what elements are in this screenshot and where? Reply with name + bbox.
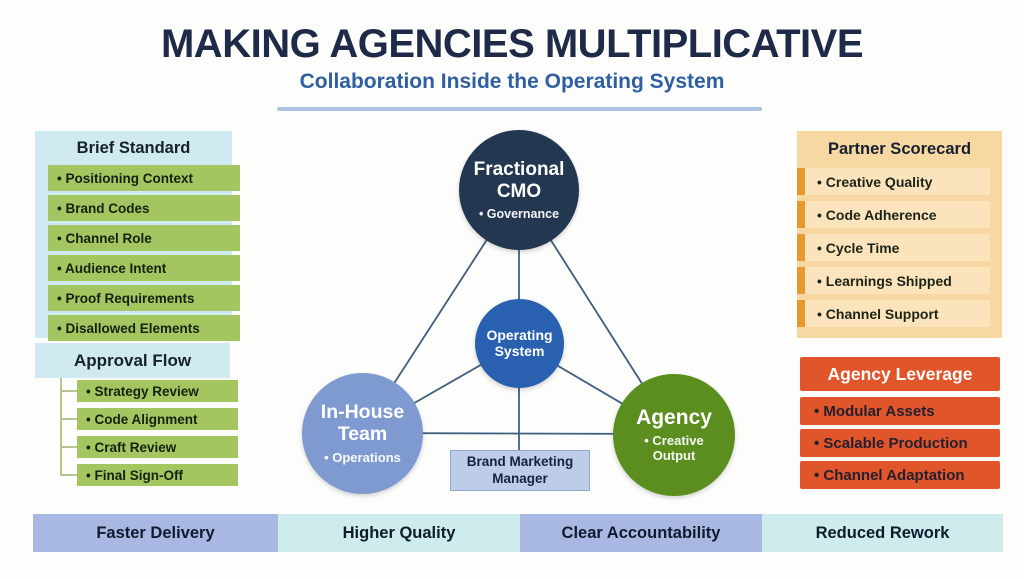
node-agency: Agency • Creative Output [613, 374, 735, 496]
brief-standard-title: Brief Standard [76, 139, 191, 157]
partner-scorecard-item-label: • Cycle Time [805, 234, 990, 261]
approval-flow-item: • Strategy Review [60, 380, 238, 402]
agency-leverage-item: • Scalable Production [800, 429, 1000, 457]
agency-leverage-item: • Channel Adaptation [800, 461, 1000, 489]
node-fractional-cmo: Fractional CMO • Governance [459, 130, 579, 250]
orange-accent-bar [797, 300, 805, 327]
agency-leverage-list: • Modular Assets • Scalable Production • C… [800, 397, 1000, 493]
node-agency-sublabel: • Creative Output [644, 433, 704, 464]
partner-scorecard-title: Partner Scorecard [827, 140, 972, 158]
brief-standard-item: • Disallowed Elements [48, 315, 240, 341]
approval-flow-item: • Code Alignment [60, 408, 238, 430]
partner-scorecard-item-label: • Code Adherence [805, 201, 990, 228]
node-operating-system-label: Operating System [486, 326, 553, 359]
partner-scorecard-item-label: • Channel Support [805, 300, 990, 327]
approval-flow-item: • Final Sign-Off [60, 464, 238, 486]
node-in-house-team-label: In-House Team [320, 400, 405, 445]
orange-accent-bar [797, 267, 805, 294]
footer-segment-higher-quality: Higher Quality [278, 514, 520, 552]
footer-segment-clear-accountability: Clear Accountability [520, 514, 762, 552]
orange-accent-bar [797, 168, 805, 195]
approval-flow-list: • Strategy Review • Code Alignment • Craft… [60, 380, 238, 492]
header-divider [277, 107, 762, 111]
page-title: MAKING AGENCIES MULTIPLICATIVE [160, 22, 864, 66]
agency-leverage-item: • Modular Assets [800, 397, 1000, 425]
brand-marketing-manager-box: Brand Marketing Manager [450, 450, 590, 491]
approval-flow-header: Approval Flow [35, 343, 230, 378]
node-in-house-team-sublabel: • Operations [324, 450, 401, 466]
brief-standard-list: • Positioning Context • Brand Codes • Chan… [48, 165, 240, 341]
approval-flow-item: • Craft Review [60, 436, 238, 458]
node-operating-system: Operating System [475, 299, 564, 388]
node-agency-label: Agency [636, 405, 712, 429]
brief-standard-item: • Proof Requirements [48, 285, 240, 311]
orange-accent-bar [797, 201, 805, 228]
footer-segment-reduced-rework: Reduced Rework [762, 514, 1003, 552]
partner-scorecard-item-label: • Learnings Shipped [805, 267, 990, 294]
brief-standard-item: • Audience Intent [48, 255, 240, 281]
brief-standard-panel: Brief Standard • Positioning Context • Br… [35, 131, 240, 341]
node-fractional-cmo-sublabel: • Governance [478, 206, 560, 221]
agency-leverage-header: Agency Leverage [800, 357, 1000, 391]
partner-scorecard-item: • Cycle Time [797, 234, 990, 261]
page-subtitle: Collaboration Inside the Operating Syste… [299, 70, 725, 93]
partner-scorecard-item: • Creative Quality [797, 168, 990, 195]
partner-scorecard-item-label: • Creative Quality [805, 168, 990, 195]
brief-standard-item: • Brand Codes [48, 195, 240, 221]
partner-scorecard-panel: Partner Scorecard • Creative Quality • C… [797, 131, 1002, 338]
node-fractional-cmo-label: Fractional CMO [473, 159, 565, 202]
brief-standard-item: • Positioning Context [48, 165, 240, 191]
partner-scorecard-item: • Learnings Shipped [797, 267, 990, 294]
approval-flow-tree-rail [60, 378, 62, 475]
partner-scorecard-list: • Creative Quality • Code Adherence • Cy… [797, 168, 990, 327]
footer-segment-faster-delivery: Faster Delivery [33, 514, 278, 552]
partner-scorecard-item: • Code Adherence [797, 201, 990, 228]
partner-scorecard-item: • Channel Support [797, 300, 990, 327]
orange-accent-bar [797, 234, 805, 261]
node-in-house-team: In-House Team • Operations [302, 373, 423, 494]
brief-standard-item: • Channel Role [48, 225, 240, 251]
